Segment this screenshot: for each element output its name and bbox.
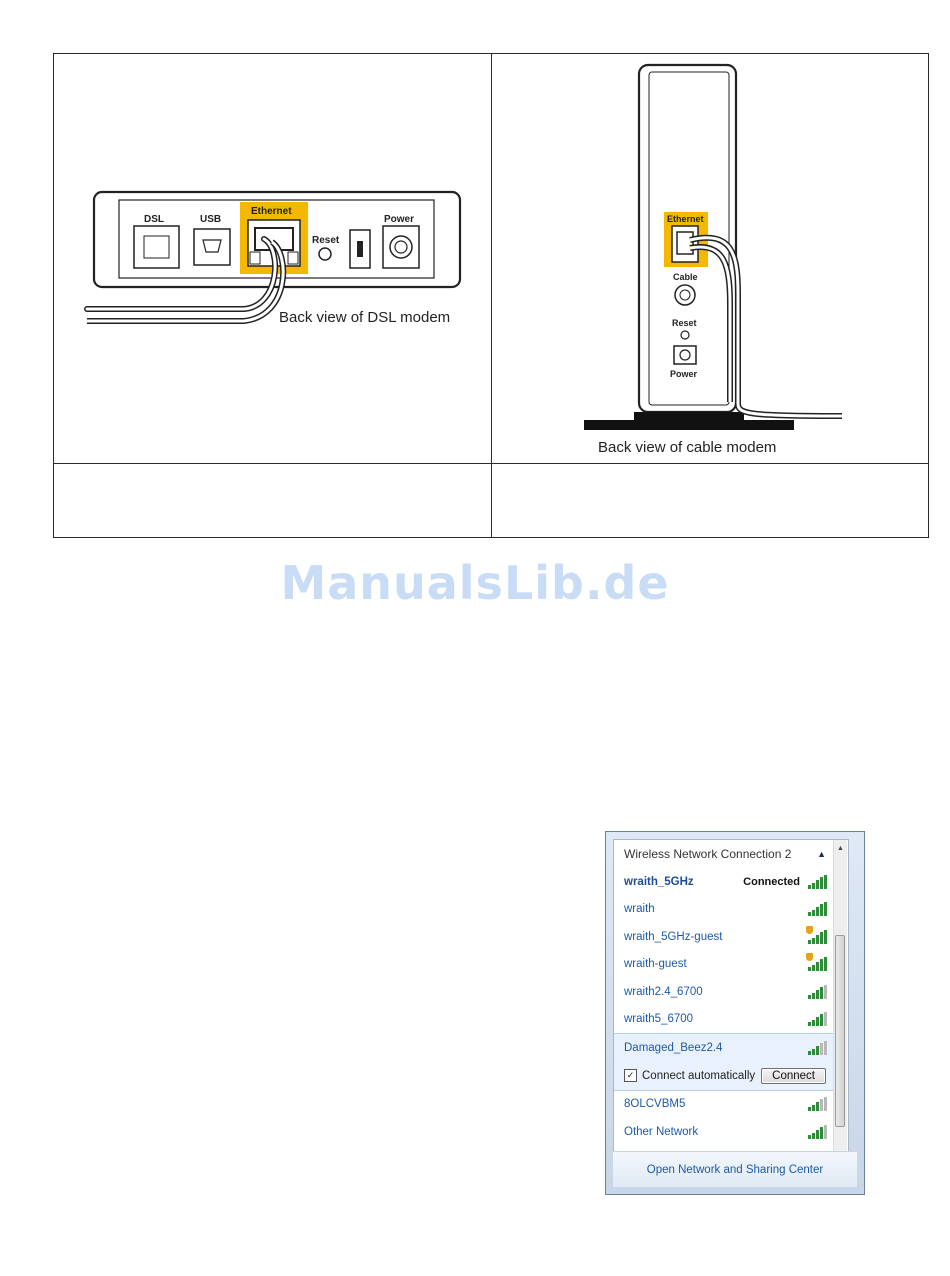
table-divider-vertical	[491, 54, 492, 537]
network-list-scrollbar[interactable]: ▲ ▼	[833, 840, 847, 1181]
network-name: wraith_5GHz-guest	[624, 930, 723, 943]
usb-label: USB	[200, 214, 221, 225]
network-name: 8OLCVBM5	[624, 1098, 686, 1111]
network-list: Wireless Network Connection 2 ▲ wraith_5…	[614, 840, 834, 1146]
shield-icon	[806, 953, 813, 962]
signal-strength-icon	[808, 902, 828, 917]
dsl-modem-illustration: DSL USB Ethernet Reset Power Back view o…	[84, 190, 462, 326]
network-item[interactable]: wraith_5GHz Connected	[614, 868, 834, 896]
connect-options-row: ✓ Connect automatically Connect	[614, 1061, 834, 1091]
cable-modem-cell: Ethernet Cable Reset Power Back view of …	[492, 54, 929, 463]
open-network-sharing-center-link[interactable]: Open Network and Sharing Center	[646, 1163, 824, 1176]
connection-header[interactable]: Wireless Network Connection 2 ▲	[614, 840, 834, 868]
dsl-modem-cell: DSL USB Ethernet Reset Power Back view o…	[54, 54, 491, 463]
signal-strength-icon	[808, 984, 828, 999]
watermark: ManualsLib.de	[280, 556, 670, 610]
figure-table: DSL USB Ethernet Reset Power Back view o…	[53, 53, 929, 538]
network-item[interactable]: wraith5_6700	[614, 1006, 834, 1034]
network-name: wraith	[624, 903, 655, 916]
network-name: wraith2.4_6700	[624, 985, 703, 998]
network-item[interactable]: wraith2.4_6700	[614, 978, 834, 1006]
network-item[interactable]: wraith_5GHz-guest	[614, 923, 834, 951]
signal-strength-icon	[808, 1012, 828, 1027]
network-item[interactable]: 8OLCVBM5	[614, 1091, 834, 1119]
network-name: wraith5_6700	[624, 1013, 694, 1026]
power-label: Power	[384, 214, 414, 225]
dsl-caption: Back view of DSL modem	[279, 309, 450, 326]
network-item[interactable]: wraith	[614, 896, 834, 924]
cable-cable-label: Cable	[673, 272, 698, 282]
signal-strength-icon	[808, 1097, 828, 1112]
secured-signal-icon	[806, 953, 828, 972]
dsl-label: DSL	[144, 214, 164, 225]
secured-signal-icon	[806, 925, 828, 944]
cable-ethernet-label: Ethernet	[667, 214, 704, 224]
connection-header-title: Wireless Network Connection 2	[624, 847, 792, 861]
wireless-network-flyout: Wireless Network Connection 2 ▲ wraith_5…	[605, 831, 865, 1195]
signal-strength-icon	[808, 1040, 828, 1055]
cable-reset-label: Reset	[672, 318, 697, 328]
checkbox-checked-icon[interactable]: ✓	[624, 1069, 637, 1082]
connect-automatically-label: Connect automatically	[642, 1069, 756, 1082]
table-divider-horizontal	[54, 463, 928, 464]
cable-modem-illustration: Ethernet Cable Reset Power Back view of …	[584, 63, 843, 456]
ethernet-label: Ethernet	[251, 206, 292, 217]
network-name: wraith-guest	[624, 958, 687, 971]
connect-automatically-checkbox[interactable]: ✓ Connect automatically	[624, 1069, 755, 1082]
network-item[interactable]: wraith-guest	[614, 951, 834, 979]
connect-button[interactable]: Connect	[761, 1067, 826, 1084]
network-status: Connected	[743, 875, 800, 888]
scrollbar-thumb[interactable]	[835, 935, 845, 1127]
signal-strength-icon	[808, 1124, 828, 1139]
signal-strength-icon	[808, 874, 828, 889]
network-list-panel: Wireless Network Connection 2 ▲ wraith_5…	[613, 839, 849, 1182]
network-name: Damaged_Beez2.4	[624, 1041, 723, 1054]
cable-power-label: Power	[670, 369, 698, 379]
scroll-up-icon[interactable]: ▲	[837, 845, 844, 852]
reset-label: Reset	[312, 235, 340, 246]
flyout-footer: Open Network and Sharing Center	[613, 1151, 857, 1187]
network-item[interactable]: Other Network	[614, 1118, 834, 1146]
cable-caption: Back view of cable modem	[598, 439, 776, 456]
network-name: wraith_5GHz	[624, 875, 694, 888]
collapse-caret-icon[interactable]: ▲	[817, 849, 826, 859]
shield-icon	[806, 925, 813, 934]
network-item-selected[interactable]: Damaged_Beez2.4	[614, 1033, 834, 1062]
network-name: Other Network	[624, 1125, 699, 1138]
